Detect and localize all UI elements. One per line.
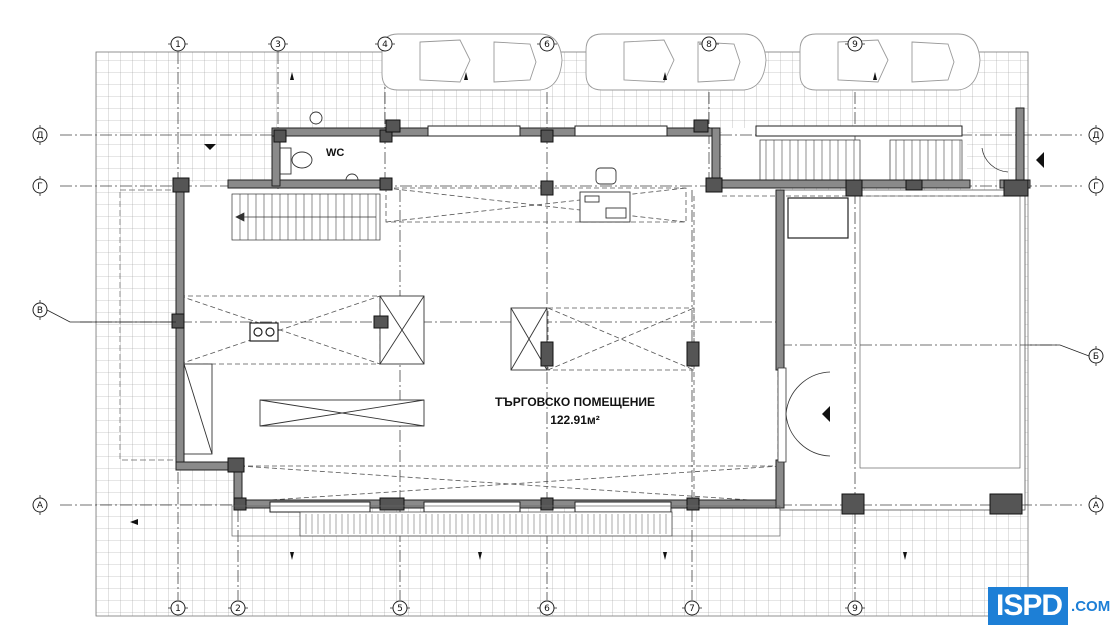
axis-label: Б <box>1093 352 1099 362</box>
logo-mark: ISPD <box>988 587 1069 625</box>
car-2 <box>585 33 767 91</box>
axis-right-Д: Д <box>1088 127 1104 143</box>
entrance-door <box>777 147 1044 463</box>
axis-top-1: 1 <box>170 36 186 52</box>
axis-label: 6 <box>544 604 550 614</box>
axis-top-9: 9 <box>847 36 863 52</box>
axis-bottom-6: 6 <box>539 600 555 616</box>
axis-left-Д: Д <box>32 127 48 143</box>
direction-arrows <box>130 72 907 560</box>
axis-label: Г <box>37 182 43 192</box>
axis-label: 6 <box>544 40 550 50</box>
axis-label: 2 <box>235 604 241 614</box>
axis-bottom-7: 7 <box>684 600 700 616</box>
columns <box>171 119 1029 515</box>
axis-label: 3 <box>275 40 281 50</box>
staircase-left <box>231 193 381 241</box>
axis-right-Б: Б <box>1088 348 1104 364</box>
axis-label: 4 <box>382 40 388 50</box>
axis-label: Д <box>36 131 43 141</box>
parked-cars <box>381 33 981 91</box>
axis-label: А <box>1093 501 1100 511</box>
axis-top-4: 4 <box>377 36 393 52</box>
axis-left-Г: Г <box>32 178 48 194</box>
axis-bottom-2: 2 <box>230 600 246 616</box>
axis-label: 8 <box>706 40 712 50</box>
display-counters <box>183 295 548 455</box>
axis-label: 9 <box>852 604 858 614</box>
axis-bottom-1: 1 <box>170 600 186 616</box>
axis-left-А: А <box>32 497 48 513</box>
axis-label: 1 <box>175 40 181 50</box>
axis-label: А <box>37 501 44 511</box>
axis-right-А: А <box>1088 497 1104 513</box>
axis-label: 5 <box>397 604 403 614</box>
axis-label: 1 <box>175 604 181 614</box>
staircase-right <box>759 139 963 239</box>
bottom-bench <box>231 505 781 537</box>
axis-right-Г: Г <box>1088 178 1104 194</box>
axis-label: 7 <box>689 604 695 614</box>
axis-left-В: В <box>32 302 48 318</box>
sink-icon <box>249 322 279 342</box>
axis-label: В <box>37 306 43 316</box>
axis-label: Д <box>1092 131 1099 141</box>
ispd-logo: ISPD .COM <box>988 586 1116 626</box>
axis-bottom-5: 5 <box>392 600 408 616</box>
axis-bottom-9: 9 <box>847 600 863 616</box>
axis-label: Г <box>1093 182 1099 192</box>
axis-label: 9 <box>852 40 858 50</box>
desk-icon <box>579 167 631 223</box>
axis-top-6: 6 <box>539 36 555 52</box>
axis-top-8: 8 <box>701 36 717 52</box>
logo-suffix: .COM <box>1071 597 1111 615</box>
room-area: 122.91м² <box>550 413 600 427</box>
car-1 <box>381 33 563 91</box>
room-name: ТЪРГОВСКО ПОМЕЩЕНИЕ <box>495 395 655 409</box>
axis-top-3: 3 <box>270 36 286 52</box>
wc-label: WC <box>326 147 344 159</box>
car-3 <box>799 33 981 91</box>
